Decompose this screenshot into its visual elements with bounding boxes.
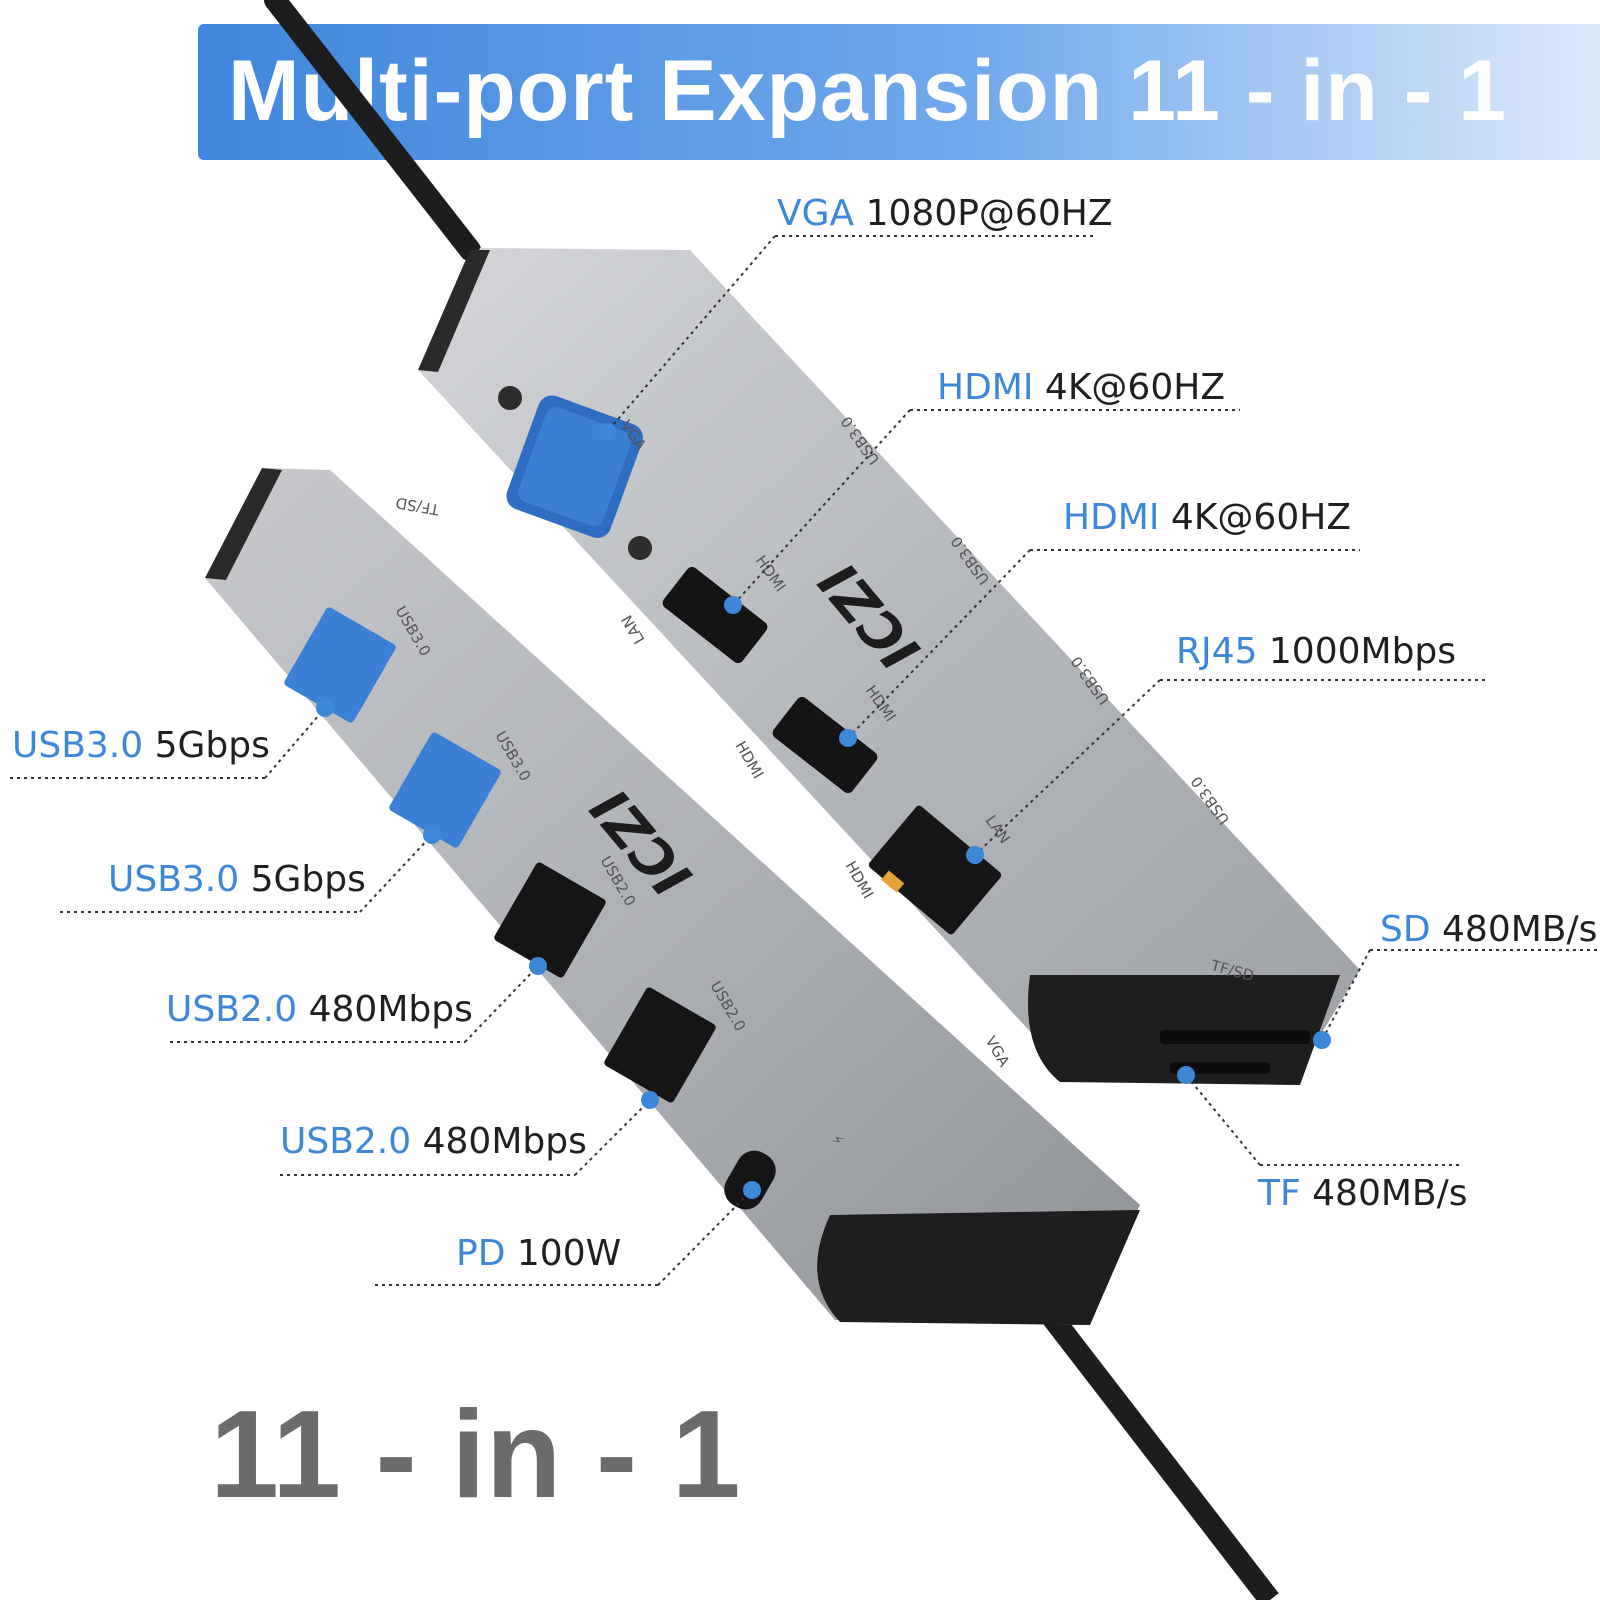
callout-port-name: PD xyxy=(456,1233,506,1274)
callout-spec: 1000Mbps xyxy=(1268,631,1457,672)
usb2-port-2 xyxy=(604,987,716,1103)
usb3-port-1 xyxy=(284,607,396,723)
callout-usb30-2: USB3.0 5Gbps xyxy=(108,858,366,902)
callout-spec: 480Mbps xyxy=(308,989,473,1030)
usb3-port-2 xyxy=(389,732,501,848)
hdmi-port-2 xyxy=(772,696,878,794)
callout-sd: SD 480MB/s xyxy=(1380,908,1597,952)
tf-slot xyxy=(1170,1062,1270,1074)
sd-slot xyxy=(1160,1030,1310,1044)
callout-tf: TF 480MB/s xyxy=(1258,1172,1468,1216)
callout-hdmi-2: HDMI 4K@60HZ xyxy=(1063,496,1351,540)
svg-text:HDMI: HDMI xyxy=(732,738,768,782)
callout-dots xyxy=(316,423,1331,1199)
rj45-port xyxy=(868,805,1002,935)
callout-port-name: SD xyxy=(1380,909,1431,950)
svg-text:LAN: LAN xyxy=(618,612,649,647)
title-banner xyxy=(198,24,1600,160)
callout-port-name: USB2.0 xyxy=(166,989,298,1030)
back-hub: VGA HDMI HDMI LAN TF/SD USB3.0 USB3.0 US… xyxy=(418,248,1360,1085)
callout-spec: 480MB/s xyxy=(1312,1173,1468,1214)
bottom-caption: 11 - in - 1 xyxy=(210,1386,741,1524)
callout-port-name: USB2.0 xyxy=(280,1121,412,1162)
callout-port-name: TF xyxy=(1258,1173,1301,1214)
callout-port-name: HDMI xyxy=(1063,497,1160,538)
callout-spec: 4K@60HZ xyxy=(1044,367,1225,408)
callout-port-name: VGA xyxy=(777,193,855,234)
callout-rj45: RJ45 1000Mbps xyxy=(1176,630,1456,674)
callout-pd: PD 100W xyxy=(456,1232,621,1276)
callout-port-name: USB3.0 xyxy=(12,725,144,766)
usb2-port-1 xyxy=(494,862,606,978)
front-hub: USB3.0 USB3.0 USB2.0 USB2.0 HDMI HDMI VG… xyxy=(205,468,1140,1325)
callout-spec: 1080P@60HZ xyxy=(865,193,1113,234)
callout-usb20-1: USB2.0 480Mbps xyxy=(166,988,473,1032)
leader-lines xyxy=(10,235,1600,1286)
callout-hdmi-1: HDMI 4K@60HZ xyxy=(937,366,1225,410)
callout-spec: 100W xyxy=(516,1233,622,1274)
callout-vga: VGA 1080P@60HZ xyxy=(777,192,1112,236)
callout-spec: 480Mbps xyxy=(422,1121,587,1162)
svg-text:TF/SD: TF/SD xyxy=(394,493,441,519)
callout-port-name: HDMI xyxy=(937,367,1034,408)
callout-port-name: USB3.0 xyxy=(108,859,240,900)
callout-spec: 5Gbps xyxy=(250,859,366,900)
callout-usb30-1: USB3.0 5Gbps xyxy=(12,724,270,768)
callout-spec: 4K@60HZ xyxy=(1170,497,1351,538)
callout-usb20-2: USB2.0 480Mbps xyxy=(280,1120,587,1164)
svg-text:VGA: VGA xyxy=(982,1033,1014,1070)
banner-title: Multi-port Expansion 11 - in - 1 xyxy=(228,43,1508,139)
usbc-port xyxy=(724,1150,776,1210)
callout-port-name: RJ45 xyxy=(1176,631,1258,672)
callout-spec: 5Gbps xyxy=(154,725,270,766)
hdmi-port-1 xyxy=(662,566,768,664)
callout-spec: 480MB/s xyxy=(1442,909,1598,950)
top-cable xyxy=(264,0,481,261)
